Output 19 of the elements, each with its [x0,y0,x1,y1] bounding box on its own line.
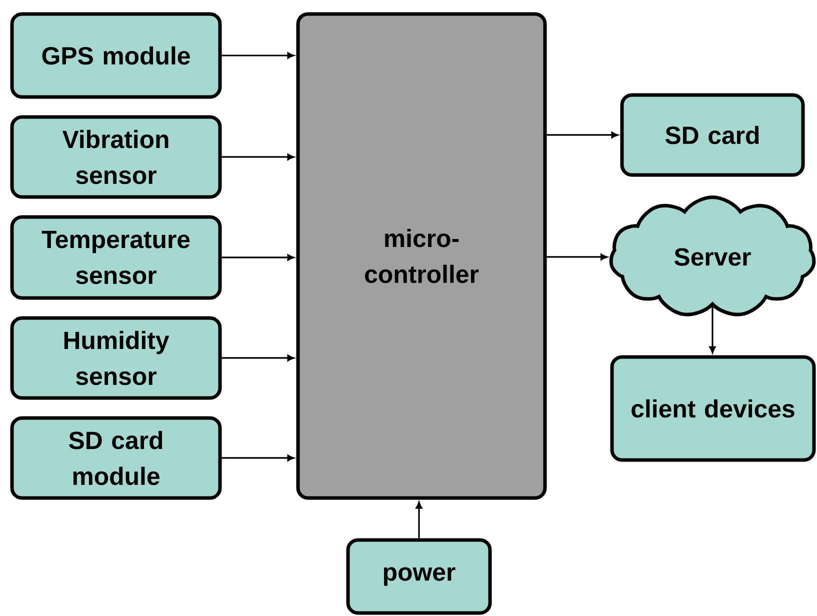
process-box: micro-controller [296,12,547,500]
process-box: client devices [610,355,816,462]
process-box: GPS module [10,12,222,99]
arrow [222,154,294,160]
arrow [222,52,294,59]
process-box: Temperature sensor [10,215,222,300]
process-box: power [346,538,492,615]
arrow [222,454,294,462]
arrow [222,354,294,362]
arrow [546,132,618,138]
process-box: SD card [620,93,805,177]
process-box: Vibration sensor [10,115,222,199]
server-cloud: Server [609,196,816,316]
arrow [709,306,716,354]
process-box: Humidity sensor [10,316,222,400]
arrow [416,502,422,538]
arrow [546,254,608,260]
arrow [222,254,294,261]
process-box: SD card module [10,416,222,500]
